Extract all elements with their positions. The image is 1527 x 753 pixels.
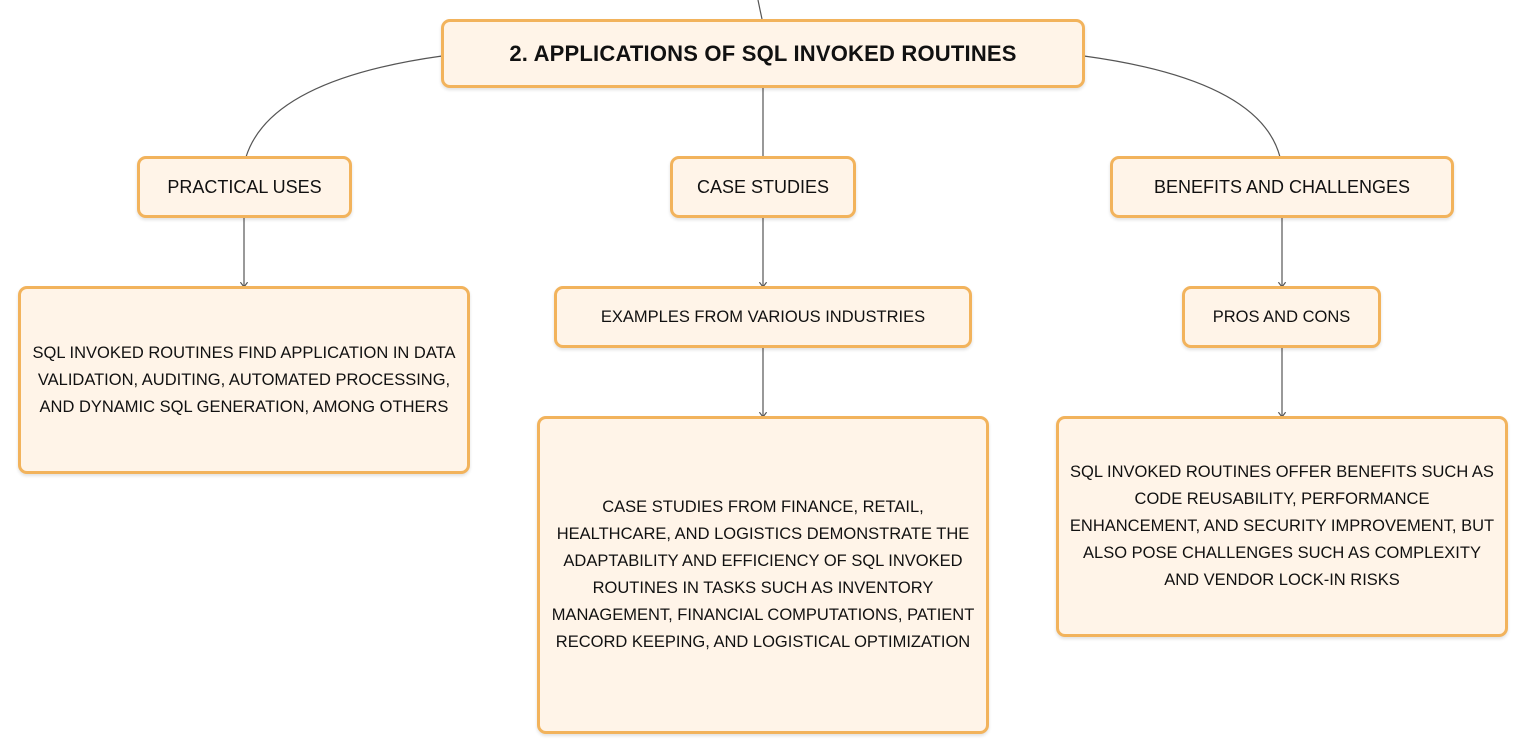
root-topic-title: 2. APPLICATIONS OF SQL INVOKED ROUTINES	[509, 40, 1017, 66]
branch-node-benefits-and-challenges[interactable]: BENEFITS AND CHALLENGES	[1110, 156, 1454, 218]
branch-node-practical-uses[interactable]: PRACTICAL USES	[137, 156, 352, 218]
subtopic-node-pros-and-cons[interactable]: PROS AND CONS	[1182, 286, 1381, 348]
root-topic-node[interactable]: 2. APPLICATIONS OF SQL INVOKED ROUTINES	[441, 19, 1085, 88]
branch-title-case-studies: CASE STUDIES	[696, 176, 830, 197]
subtopic-title-examples: EXAMPLES FROM VARIOUS INDUSTRIES	[600, 307, 926, 326]
detail-node-practical-uses[interactable]: SQL INVOKED ROUTINES FIND APPLICATION IN…	[18, 286, 470, 474]
detail-text-benefits-and-challenges: SQL INVOKED ROUTINES OFFER BENEFITS SUCH…	[1069, 463, 1495, 589]
detail-node-case-studies[interactable]: CASE STUDIES FROM FINANCE, RETAIL, HEALT…	[537, 416, 989, 734]
detail-text-practical-uses: SQL INVOKED ROUTINES FIND APPLICATION IN…	[32, 343, 456, 416]
subtopic-node-examples[interactable]: EXAMPLES FROM VARIOUS INDUSTRIES	[554, 286, 972, 348]
branch-title-practical-uses: PRACTICAL USES	[167, 176, 322, 197]
branch-node-case-studies[interactable]: CASE STUDIES	[670, 156, 856, 218]
connector-parent-to-root	[757, 0, 763, 20]
detail-node-benefits-and-challenges[interactable]: SQL INVOKED ROUTINES OFFER BENEFITS SUCH…	[1056, 416, 1508, 637]
connector-root-to-practical-uses	[245, 55, 443, 158]
subtopic-title-pros-and-cons: PROS AND CONS	[1212, 307, 1351, 326]
branch-title-benefits-and-challenges: BENEFITS AND CHALLENGES	[1153, 176, 1411, 197]
connector-root-to-benefits	[1083, 55, 1281, 158]
detail-text-case-studies: CASE STUDIES FROM FINANCE, RETAIL, HEALT…	[551, 498, 975, 651]
